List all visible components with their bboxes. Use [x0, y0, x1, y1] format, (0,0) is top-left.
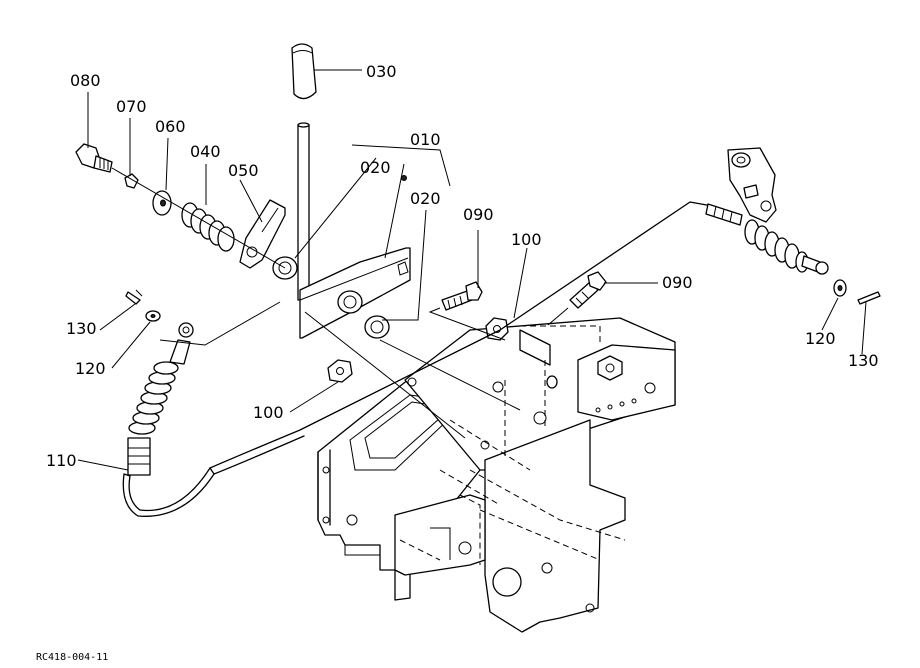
detent-plate — [239, 199, 286, 269]
callout-060: 060 — [155, 117, 186, 136]
shift-lever-assembly — [272, 43, 521, 439]
callout-labels: 030 080 070 060 040 050 010 020 020 090 … — [46, 62, 879, 470]
cable-assembly — [122, 147, 881, 517]
callout-090-left: 090 — [463, 205, 494, 224]
boot-right — [744, 219, 809, 273]
lever-rod — [297, 124, 310, 301]
callout-020-lower: 020 — [410, 189, 441, 208]
nut-lower — [327, 359, 353, 383]
callout-120-right: 120 — [805, 329, 836, 348]
drawing-reference: RC418-004-11 — [36, 652, 108, 663]
bolt-stack-left — [75, 143, 286, 269]
callout-050: 050 — [228, 161, 259, 180]
callout-100-upper: 100 — [511, 230, 542, 249]
callout-130-right: 130 — [848, 351, 879, 370]
callout-030: 030 — [366, 62, 397, 81]
boot-left — [128, 361, 179, 435]
callout-110: 110 — [46, 451, 77, 470]
callout-130-left: 130 — [66, 319, 97, 338]
callout-090-right: 090 — [662, 273, 693, 292]
leader-lines — [77, 69, 867, 471]
frame-bracket — [317, 317, 676, 633]
callout-120-left: 120 — [75, 359, 106, 378]
callout-040: 040 — [190, 142, 221, 161]
lever-knob — [291, 43, 317, 100]
callout-010: 010 — [410, 130, 441, 149]
bolts-middle — [428, 271, 607, 341]
spring — [181, 202, 235, 252]
callout-100-lower: 100 — [253, 403, 284, 422]
cable-wire — [209, 201, 713, 469]
callout-020-upper: 020 — [360, 158, 391, 177]
bushing-lower — [364, 315, 390, 339]
callout-080: 080 — [70, 71, 101, 90]
callout-070: 070 — [116, 97, 147, 116]
